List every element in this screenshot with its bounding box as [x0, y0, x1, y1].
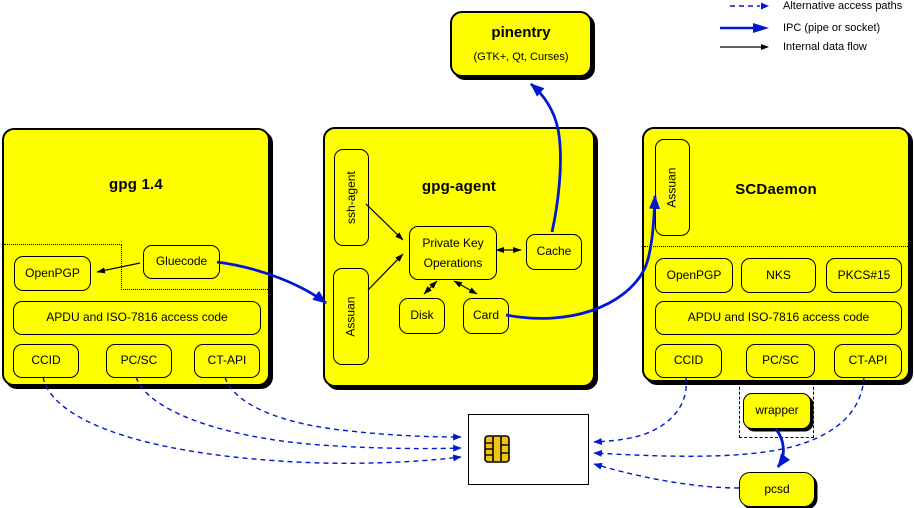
scdaemon-pcsc-node: PC/SC [746, 344, 815, 378]
node-label: PKCS#15 [837, 267, 891, 282]
node-label: ssh-agent [343, 171, 358, 224]
scdaemon-title: SCDaemon [735, 181, 817, 198]
thick-blue-arrow-icon [720, 23, 769, 33]
gpg14-gluecode-node: Gluecode [143, 245, 220, 279]
gpg14-ccid-node: CCID [13, 344, 79, 378]
legend-item-alternative: Alternative access paths [716, 0, 902, 12]
pinentry-box: pinentry (GTK+, Qt, Curses) [450, 11, 592, 77]
node-label: PC/SC [762, 353, 799, 368]
gpg14-pcsc-node: PC/SC [106, 344, 172, 378]
pinentry-subtitle: (GTK+, Qt, Curses) [473, 51, 569, 63]
edge-gpg14-ccid-to-card [42, 376, 462, 464]
gpg14-ctapi-node: CT-API [194, 344, 260, 378]
scdaemon-box: SCDaemon Assuan OpenPGP NKS PKCS#15 APDU… [642, 127, 910, 382]
node-label: pcsd [764, 481, 790, 496]
legend-label: IPC (pipe or socket) [783, 22, 881, 34]
scdaemon-ctapi-node: CT-API [834, 344, 902, 378]
node-label: OpenPGP [666, 267, 722, 282]
cache-node: Cache [526, 234, 582, 270]
gpg14-title: gpg 1.4 [109, 176, 163, 193]
node-label: OpenPGP [25, 265, 80, 280]
scdaemon-assuan-node: Assuan [655, 139, 690, 236]
node-label: NKS [766, 267, 791, 282]
dashed-blue-arrow-icon [730, 2, 769, 10]
node-label: Cache [536, 244, 572, 259]
scdaemon-openpgp-node: OpenPGP [655, 258, 733, 293]
node-label: Disk [410, 308, 434, 323]
scdaemon-pkcs15-node: PKCS#15 [826, 258, 902, 293]
gpg14-dotted-divider [121, 289, 268, 290]
legend-item-internal: Internal data flow [716, 41, 867, 53]
node-label: Card [472, 308, 499, 323]
scdaemon-dotted-divider [644, 246, 908, 247]
gpg14-openpgp-node: OpenPGP [14, 256, 91, 291]
private-key-operations-node: Private Key Operations [409, 226, 497, 280]
node-label: Assuan [664, 167, 679, 208]
node-label: APDU and ISO-7816 access code [46, 310, 228, 325]
gpg14-dotted-divider [121, 244, 122, 290]
scdaemon-ccid-node: CCID [655, 344, 722, 378]
edge-pcsd-to-card [593, 462, 740, 489]
gpg-agent-title: gpg-agent [421, 178, 497, 195]
node-label: APDU and ISO-7816 access code [687, 310, 870, 325]
node-label: CT-API [848, 353, 888, 368]
smartcard [468, 414, 589, 485]
edge-scdaemon-ccid-to-card [593, 376, 688, 446]
smartcard-chip-icon [484, 435, 510, 463]
node-label: Assuan [343, 296, 358, 337]
legend-label: Internal data flow [783, 41, 867, 53]
node-label: Gluecode [155, 254, 208, 269]
wrapper-node: wrapper [743, 393, 811, 429]
node-label: CT-API [207, 353, 247, 368]
edge-scdaemon-ctapi-to-card [593, 376, 865, 457]
gpg-agent-box: gpg-agent ssh-agent Assuan Private Key O… [323, 127, 595, 387]
legend-label: Alternative access paths [783, 0, 903, 12]
node-label: CCID [673, 353, 704, 368]
pcsd-node: pcsd [739, 472, 815, 507]
gpg14-dotted-divider [4, 244, 122, 245]
edge-gpg14-pcsc-to-card [135, 376, 462, 452]
scdaemon-nks-node: NKS [741, 258, 816, 293]
scdaemon-apdu-node: APDU and ISO-7816 access code [655, 301, 902, 335]
gpg-agent-ssh-agent-node: ssh-agent [334, 149, 369, 246]
node-label: wrapper [755, 403, 799, 418]
gpg-agent-assuan-node: Assuan [333, 268, 369, 365]
node-label: Private Key [422, 236, 484, 250]
gpg14-apdu-node: APDU and ISO-7816 access code [13, 301, 261, 335]
node-label: Operations [423, 256, 483, 270]
pinentry-title: pinentry [491, 24, 551, 41]
gpg14-box: gpg 1.4 OpenPGP Gluecode APDU and ISO-78… [2, 128, 270, 386]
card-node: Card [463, 298, 509, 334]
thin-black-arrow-icon [720, 44, 769, 50]
node-label: PC/SC [120, 353, 158, 368]
disk-node: Disk [399, 298, 445, 334]
node-label: CCID [31, 353, 61, 368]
legend-item-ipc: IPC (pipe or socket) [716, 21, 880, 35]
